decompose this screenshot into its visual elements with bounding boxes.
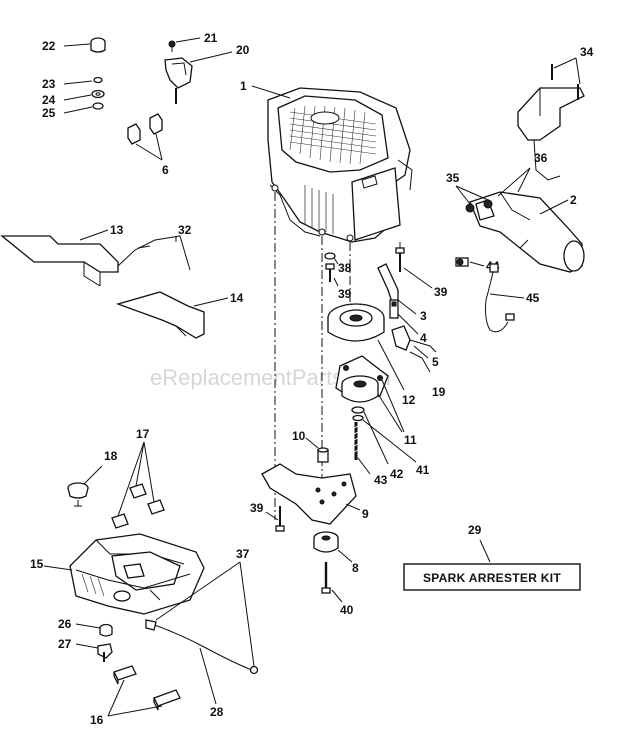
part-38 [324, 252, 336, 260]
part-41 [352, 414, 364, 422]
callout-22: 22 [42, 39, 56, 53]
callout-21: 21 [204, 31, 218, 45]
part-19 [409, 351, 431, 373]
callout-12: 12 [402, 393, 416, 407]
callout-28: 28 [210, 705, 224, 719]
callout-2: 2 [570, 193, 577, 207]
callout-40: 40 [340, 603, 354, 617]
part-22 [90, 37, 106, 53]
callout-17: 17 [136, 427, 150, 441]
callout-11: 11 [404, 433, 417, 447]
part-32 [117, 235, 191, 271]
part-21 [168, 40, 176, 52]
callout-37: 37 [236, 547, 250, 561]
callout-41: 41 [416, 463, 430, 477]
part-34-bracket [517, 64, 585, 181]
callout-38: 38 [338, 261, 352, 275]
part-39-a [325, 263, 335, 282]
spark-arrester-kit-box [403, 563, 581, 591]
part-39-b [395, 247, 405, 272]
callout-5: 5 [432, 355, 439, 369]
callout-27: 27 [58, 637, 72, 651]
part-23 [93, 76, 103, 84]
callout-29: 29 [468, 523, 482, 537]
part-44 [455, 257, 469, 267]
callout-23: 23 [42, 77, 56, 91]
part-11-clutch [335, 355, 389, 403]
engine [267, 87, 413, 243]
part-5 [391, 325, 437, 353]
part-20 [164, 57, 193, 104]
callout-34: 34 [580, 45, 594, 59]
part-9-bracket [261, 463, 357, 525]
callout-3: 3 [420, 309, 427, 323]
callout-1: 1 [240, 79, 247, 93]
part-13 [0, 235, 119, 287]
callout-39-a: 39 [338, 287, 352, 301]
part-17 [111, 483, 165, 529]
callout-14: 14 [230, 291, 244, 305]
callout-42: 42 [390, 467, 404, 481]
part-12-pulley [327, 303, 385, 342]
spark-arrester-kit-label: SPARK ARRESTER KIT [423, 571, 561, 585]
part-42 [351, 406, 365, 414]
callout-16: 16 [90, 713, 104, 727]
part-2-muffler [469, 191, 585, 273]
part-27 [97, 643, 113, 662]
callout-26: 26 [58, 617, 72, 631]
callout-36: 36 [534, 151, 548, 165]
part-40-bolt [321, 562, 331, 594]
callout-20: 20 [236, 43, 250, 57]
callout-32: 32 [178, 223, 192, 237]
callout-45: 45 [526, 291, 540, 305]
callout-35: 35 [446, 171, 460, 185]
callout-39-c: 39 [250, 501, 264, 515]
callout-19: 19 [432, 385, 446, 399]
callout-25: 25 [42, 106, 56, 120]
part-15-housing [69, 533, 205, 615]
part-26 [99, 623, 113, 637]
callout-24: 24 [42, 93, 56, 107]
callout-15: 15 [30, 557, 44, 571]
part-3 [377, 263, 399, 303]
part-14 [115, 291, 205, 339]
callout-6: 6 [162, 163, 169, 177]
callout-4: 4 [420, 331, 427, 345]
part-16 [113, 665, 181, 711]
callout-18: 18 [104, 449, 118, 463]
part-45-wire [485, 263, 515, 333]
part-43-bolt [353, 422, 359, 460]
part-18 [67, 482, 89, 507]
part-10 [317, 447, 329, 463]
callout-10: 10 [292, 429, 306, 443]
part-4 [389, 299, 399, 319]
part-25 [92, 102, 104, 110]
callout-8: 8 [352, 561, 359, 575]
part-28-hose [145, 619, 259, 675]
part-6 [127, 113, 163, 145]
callout-13: 13 [110, 223, 124, 237]
callout-43: 43 [374, 473, 388, 487]
part-39-c [275, 506, 285, 532]
callout-9: 9 [362, 507, 369, 521]
part-8-pulley [313, 531, 339, 553]
callout-39-b: 39 [434, 285, 448, 299]
